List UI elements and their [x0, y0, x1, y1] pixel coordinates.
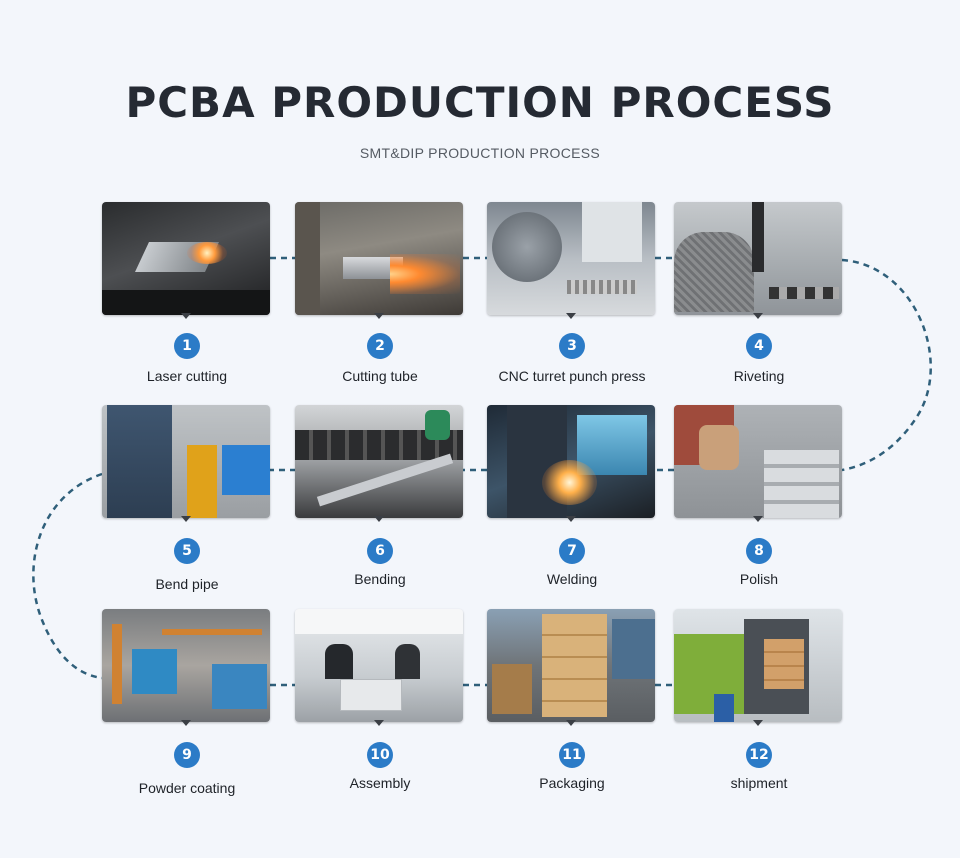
step-label: Powder coating — [138, 780, 236, 796]
pointer-2 — [374, 313, 384, 319]
step-number-badge: 9 — [174, 742, 200, 768]
step-4: 4 Riveting — [674, 202, 844, 384]
pointer-6 — [374, 516, 384, 522]
welding-photo — [487, 405, 655, 518]
pointer-4 — [753, 313, 763, 319]
step-label: Riveting — [733, 368, 785, 384]
shipment-photo — [674, 609, 842, 722]
step-number-badge: 2 — [367, 333, 393, 359]
step-label: Welding — [546, 571, 598, 587]
step-number-badge: 11 — [559, 742, 585, 768]
connector-4-8 — [841, 258, 932, 472]
step-label: Laser cutting — [146, 368, 228, 384]
step-number-badge: 6 — [367, 538, 393, 564]
step-label: Polish — [739, 571, 779, 587]
connector-5-9 — [32, 472, 103, 680]
step-5: 5 Bend pipe — [102, 405, 272, 592]
packaging-photo — [487, 609, 655, 722]
step-label: Cutting tube — [342, 368, 418, 384]
step-7: 7 Welding — [487, 405, 657, 587]
step-9: 9 Powder coating — [102, 609, 272, 796]
step-label: shipment — [730, 775, 788, 791]
step-6: 6 Bending — [295, 405, 465, 587]
bend-pipe-photo — [102, 405, 270, 518]
polish-photo — [674, 405, 842, 518]
page-title: PCBA PRODUCTION PROCESS — [125, 78, 835, 127]
cutting-tube-photo — [295, 202, 463, 315]
cnc-turret-punch-press-photo — [487, 202, 655, 315]
powder-coating-photo — [102, 609, 270, 722]
step-number-badge: 12 — [746, 742, 772, 768]
step-3: 3 CNC turret punch press — [487, 202, 657, 384]
step-label: Assembly — [349, 775, 411, 791]
step-number-badge: 5 — [174, 538, 200, 564]
step-10: 10 Assembly — [295, 609, 465, 791]
step-12: 12 shipment — [674, 609, 844, 791]
step-label: CNC turret punch press — [498, 368, 646, 384]
pointer-10 — [374, 720, 384, 726]
pointer-9 — [181, 720, 191, 726]
step-number-badge: 1 — [174, 333, 200, 359]
laser-cutting-photo — [102, 202, 270, 315]
step-2: 2 Cutting tube — [295, 202, 465, 384]
step-label: Bend pipe — [155, 576, 219, 592]
riveting-photo — [674, 202, 842, 315]
pointer-7 — [566, 516, 576, 522]
step-11: 11 Packaging — [487, 609, 657, 791]
pointer-12 — [753, 720, 763, 726]
step-number-badge: 7 — [559, 538, 585, 564]
step-label: Bending — [354, 571, 406, 587]
pointer-3 — [566, 313, 576, 319]
step-number-badge: 4 — [746, 333, 772, 359]
pointer-8 — [753, 516, 763, 522]
assembly-photo — [295, 609, 463, 722]
step-number-badge: 10 — [367, 742, 393, 768]
step-label: Packaging — [539, 775, 605, 791]
step-number-badge: 3 — [559, 333, 585, 359]
pointer-11 — [566, 720, 576, 726]
step-1: 1 Laser cutting — [102, 202, 272, 384]
step-8: 8 Polish — [674, 405, 844, 587]
bending-photo — [295, 405, 463, 518]
step-number-badge: 8 — [746, 538, 772, 564]
pointer-5 — [181, 516, 191, 522]
pointer-1 — [181, 313, 191, 319]
page-subtitle: SMT&DIP PRODUCTION PROCESS — [359, 145, 601, 161]
